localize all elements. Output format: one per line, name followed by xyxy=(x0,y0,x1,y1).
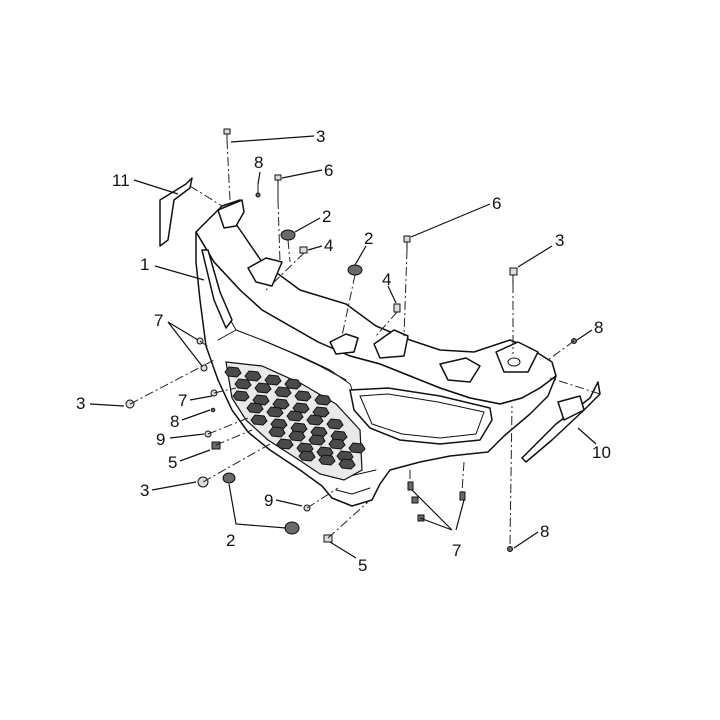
grille-cell xyxy=(338,458,356,470)
grille-cell xyxy=(308,434,326,446)
callout-8-bottom: 8 xyxy=(540,522,549,541)
callout-1: 1 xyxy=(140,255,149,274)
callout-labels: 1 2 2 2 3 3 3 3 4 4 5 5 6 6 7 7 7 8 8 8 … xyxy=(76,127,611,575)
grille-cell xyxy=(246,402,264,414)
callout-3-lower: 3 xyxy=(140,481,149,500)
grille-cell xyxy=(288,430,306,442)
grille-cell xyxy=(276,438,294,450)
callout-10: 10 xyxy=(592,443,611,462)
grille-cell xyxy=(328,438,346,450)
callout-3-top: 3 xyxy=(316,127,325,146)
grille-cell xyxy=(268,426,286,438)
grille-cell xyxy=(306,414,324,426)
callout-11: 11 xyxy=(112,171,130,190)
grille-cell xyxy=(234,378,252,390)
grille-cell xyxy=(316,446,334,458)
callout-6-right: 6 xyxy=(492,194,501,213)
leader-lines xyxy=(89,135,597,559)
part-11-left-bracket xyxy=(159,177,193,247)
callout-2-bottom: 2 xyxy=(226,531,235,550)
grille-cell xyxy=(286,410,304,422)
callout-5-bottom: 5 xyxy=(358,556,367,575)
callout-7-lower: 7 xyxy=(452,541,461,560)
callout-3-right: 3 xyxy=(555,231,564,250)
callout-8-top: 8 xyxy=(254,153,263,172)
callout-8-right: 8 xyxy=(594,318,603,337)
callout-5-left: 5 xyxy=(168,453,177,472)
grille-cell xyxy=(326,418,344,430)
grille-cell xyxy=(250,414,268,426)
callout-7-upper: 7 xyxy=(154,311,163,330)
callout-3-left: 3 xyxy=(76,394,85,413)
callout-8-left: 8 xyxy=(170,412,179,431)
callout-6-left: 6 xyxy=(324,161,333,180)
grille-cell xyxy=(296,442,314,454)
grille-cell xyxy=(254,382,272,394)
grille-cell xyxy=(224,366,242,378)
grille-mesh xyxy=(224,361,366,481)
callout-4-right: 4 xyxy=(382,270,391,289)
callout-2-top: 2 xyxy=(322,207,331,226)
callout-9-left: 9 xyxy=(156,430,165,449)
grille-cell xyxy=(232,390,250,402)
front-bumper-assembly xyxy=(195,199,557,507)
grille-cell xyxy=(266,406,284,418)
grille-cell xyxy=(274,386,292,398)
grille-cell xyxy=(318,454,336,466)
callout-2-mid: 2 xyxy=(364,229,373,248)
callout-7-mid: 7 xyxy=(178,391,187,410)
callout-9-lower: 9 xyxy=(264,491,273,510)
callout-4-left: 4 xyxy=(324,236,333,255)
grille-cell xyxy=(348,442,366,454)
grille-cell xyxy=(336,450,354,462)
assembly-lines xyxy=(129,139,601,545)
grille-cell xyxy=(294,390,312,402)
grille-cell xyxy=(298,450,316,462)
grille-cell xyxy=(314,394,332,406)
